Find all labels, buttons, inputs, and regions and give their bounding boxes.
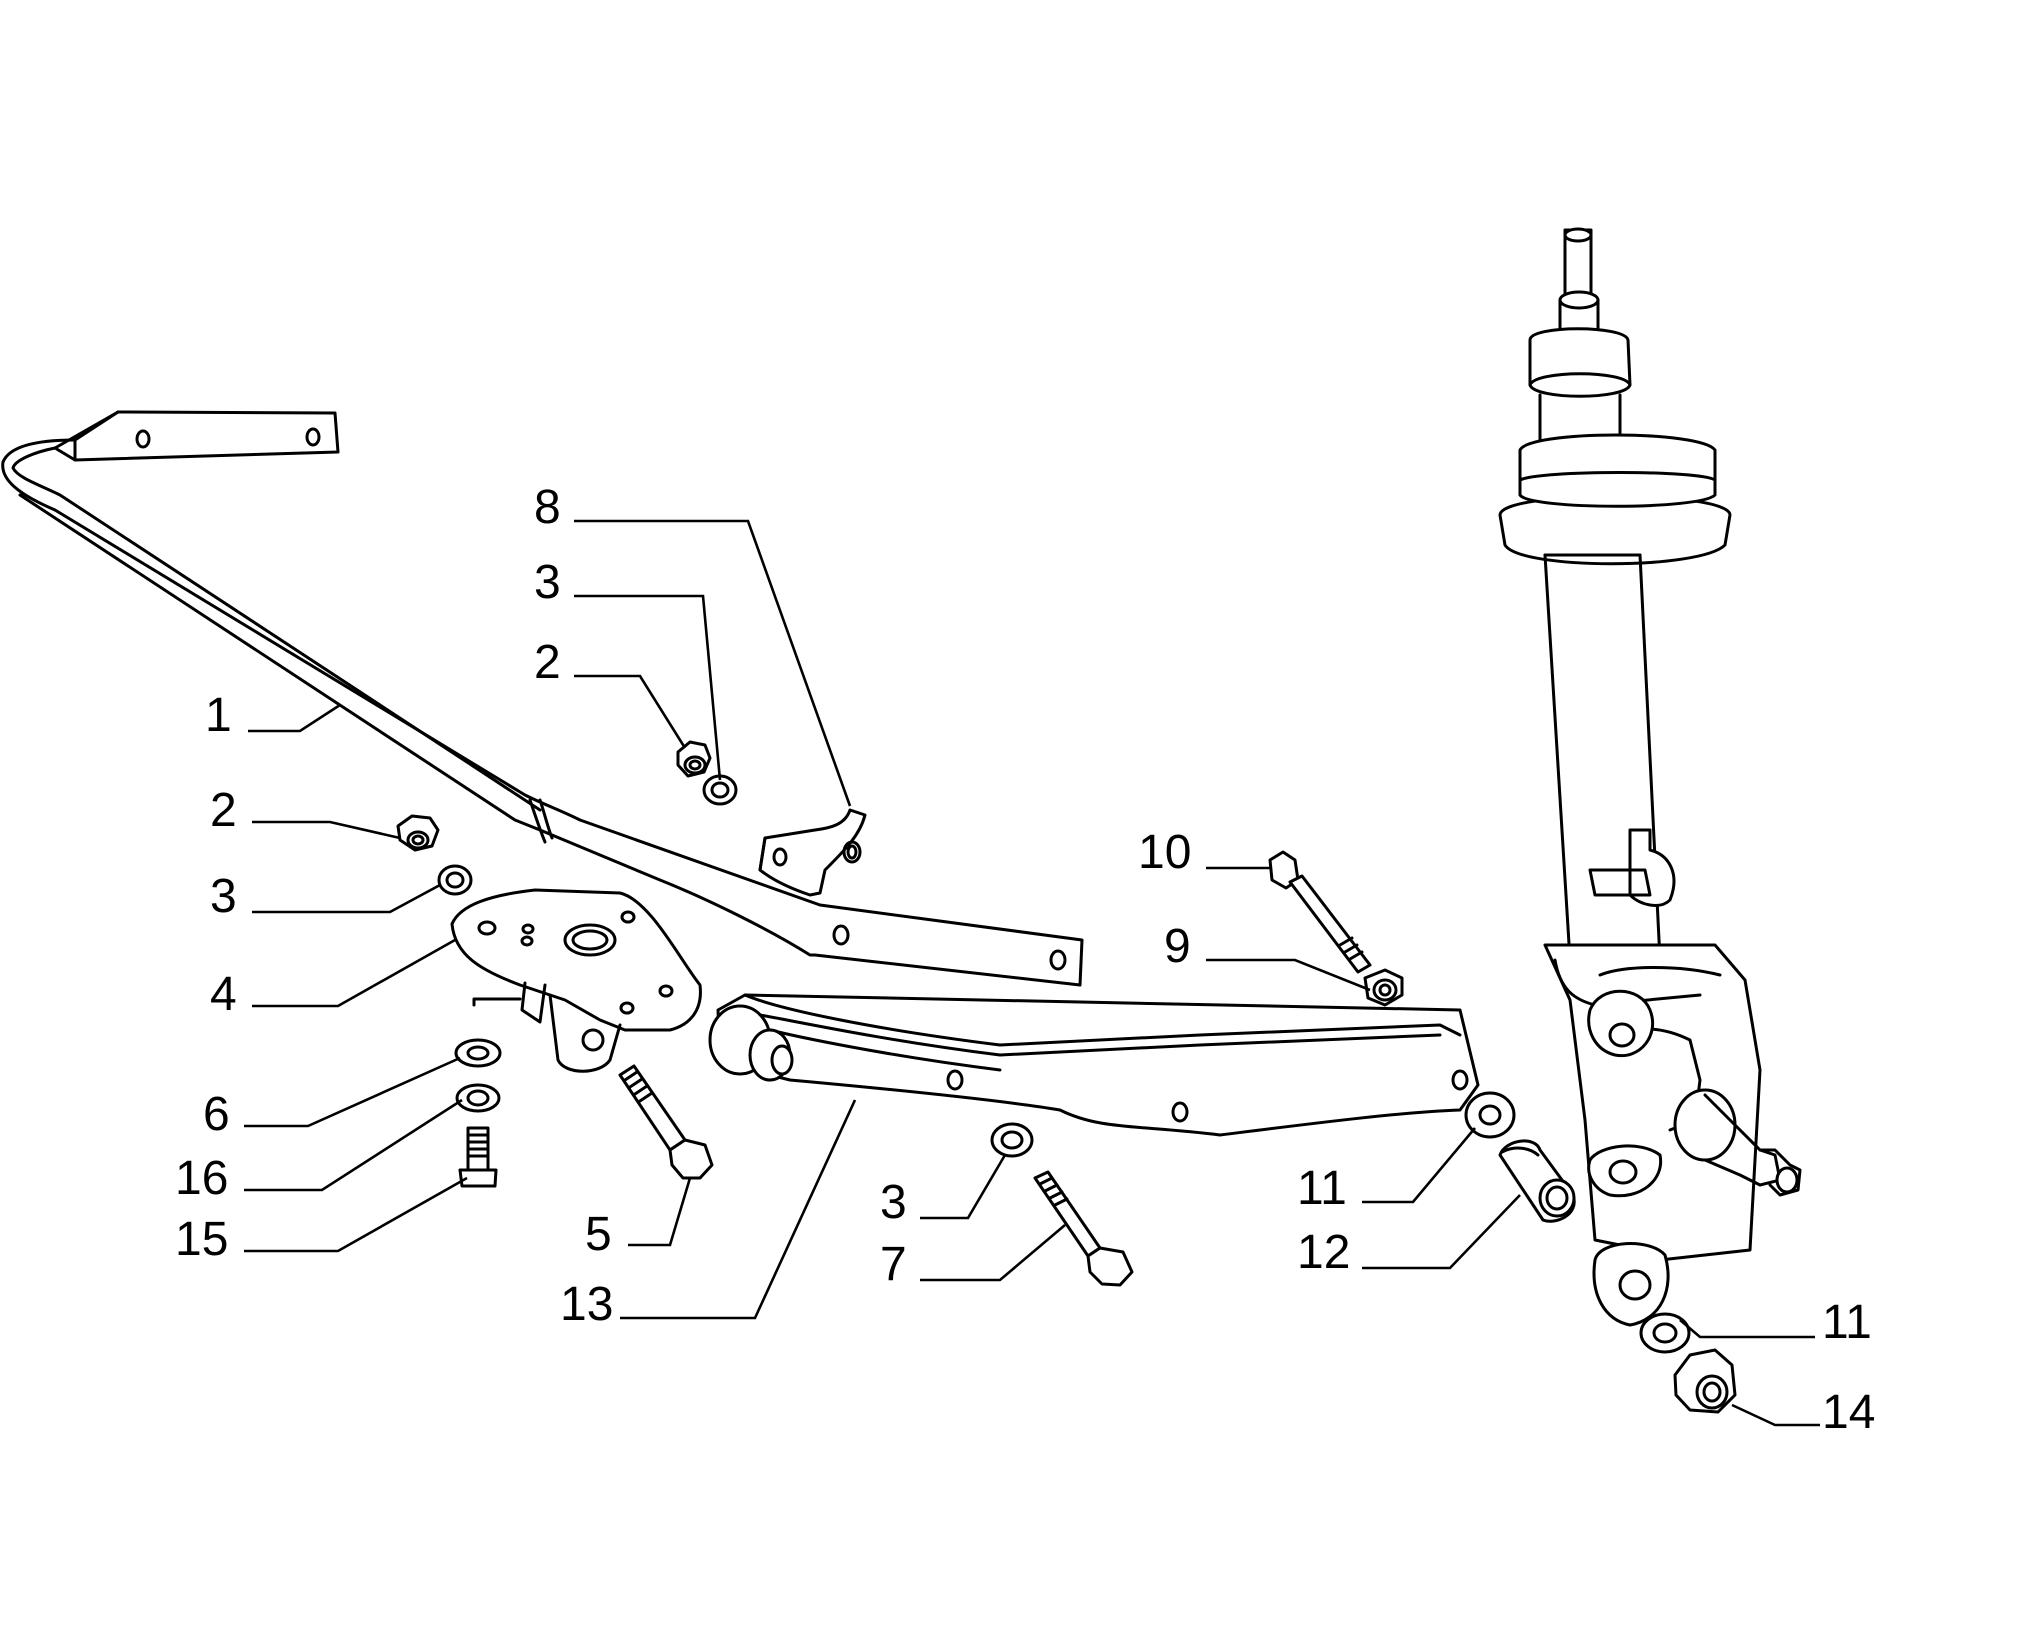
callout-13: 13 [560,1278,613,1331]
leader-13 [620,1099,857,1320]
strut-assembly [1498,227,1802,1327]
leader-6 [244,1056,461,1128]
bush-12 [1498,1139,1576,1223]
callout-11a: 11 [1297,1162,1347,1215]
leader-3b [574,594,722,781]
callout-3b: 3 [534,556,561,609]
leader-14 [1731,1403,1820,1427]
nut-9 [1363,968,1404,1007]
callout-2b: 2 [534,636,561,689]
callout-6: 6 [203,1088,230,1141]
callout-7: 7 [880,1238,907,1291]
nut-14 [1673,1348,1737,1414]
callout-8: 8 [534,481,561,534]
leader-1 [248,703,341,733]
callout-2a: 2 [210,784,237,837]
washer-3-upper [702,774,738,806]
callout-16: 16 [175,1152,228,1205]
leader-15 [244,1176,468,1253]
callout-10: 10 [1138,826,1191,879]
callout-1: 1 [205,689,232,742]
leader-7 [920,1224,1066,1282]
washer-3-left [437,864,473,896]
leader-3c [920,1154,1007,1220]
leader-2b [574,674,687,749]
callout-4: 4 [210,968,237,1021]
washer-6 [454,1038,502,1068]
washer-11-upper [1464,1091,1516,1139]
bolt-7 [1033,1170,1134,1287]
leader-5 [628,1177,692,1247]
callout-3a: 3 [210,870,237,923]
leader-9 [1206,958,1371,992]
leader-8 [574,519,852,807]
callout-15: 15 [175,1213,228,1266]
callout-14: 14 [1822,1386,1875,1439]
anti-roll-bar [1,410,1084,987]
washer-11-lower [1639,1312,1691,1354]
callout-12: 12 [1297,1226,1350,1279]
callout-3c: 3 [880,1176,907,1229]
bolt-15 [458,1126,498,1188]
bolt-10 [1268,850,1372,974]
callout-9: 9 [1164,920,1191,973]
mounting-plate [450,888,702,1073]
bolt-5 [618,1064,714,1180]
leader-11a [1362,1127,1476,1204]
leader-2a [252,820,401,840]
stabilizer-clamp-bracket [758,808,867,897]
washer-3-mid [990,1122,1034,1158]
callout-11b: 11 [1822,1296,1872,1349]
leader-lines [244,519,1820,1427]
leader-4 [252,938,456,1008]
callout-5: 5 [585,1208,612,1261]
spring-washer-16 [455,1083,501,1113]
leader-3a [252,883,441,914]
nut-2-left [396,814,440,852]
leader-11b [1679,1319,1815,1339]
callout-numbers: 1 2 3 4 6 16 15 8 3 2 5 13 3 7 10 9 11 1… [175,481,1875,1439]
nut-2-upper [676,740,712,778]
leader-12 [1362,1194,1521,1270]
leader-16 [244,1098,463,1192]
lower-control-arm [708,993,1480,1137]
